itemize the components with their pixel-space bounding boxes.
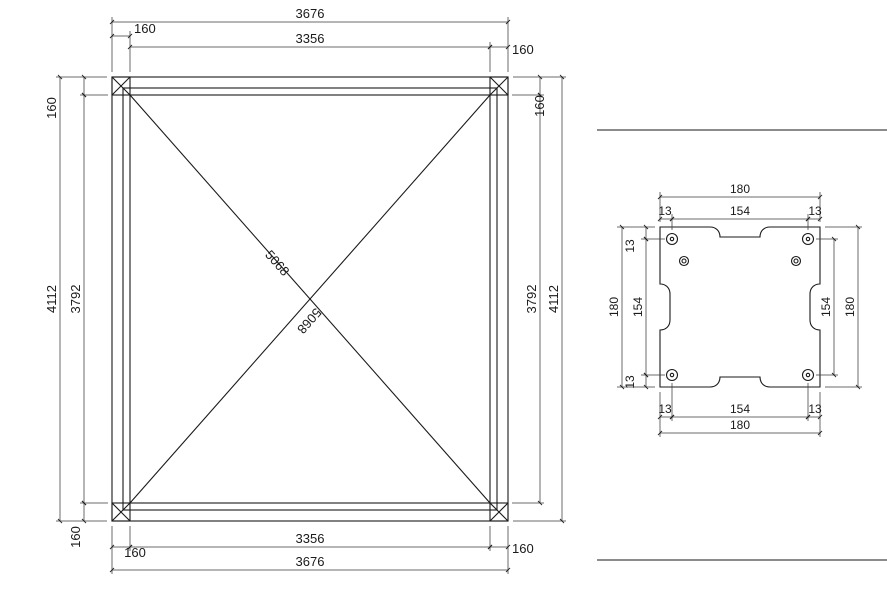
washer-marks	[678, 255, 802, 267]
detail-dim-bottom-overall: 180	[730, 418, 750, 432]
detail-view-base-plate: 180 13 154 13 13 180 154 154 180 13 13 1…	[607, 182, 862, 437]
corner-post-top-right	[489, 76, 509, 96]
corner-post-bottom-left	[111, 502, 131, 522]
dim-label-top-inner: 3356	[296, 31, 325, 46]
dim-label-diagonal-2: 5068	[294, 305, 324, 337]
dim-label-left-inner: 3792	[68, 285, 83, 314]
detail-dim-right-overall: 180	[843, 297, 857, 317]
detail-dim-top-spacing: 154	[730, 204, 750, 218]
dim-label-left-bottom-post: 160	[68, 526, 83, 548]
detail-dim-left-spacing: 154	[631, 297, 645, 317]
dim-label-left-overall: 4112	[44, 285, 59, 313]
dim-label-bottom-left-post: 160	[124, 545, 146, 560]
dim-label-bottom-overall: 3676	[296, 554, 325, 569]
detail-dim-top-edge-right: 13	[808, 204, 822, 218]
dim-label-bottom-inner: 3356	[296, 531, 325, 546]
plan-dimension-lines	[57, 19, 565, 573]
dim-label-bottom-right-post: 160	[512, 541, 534, 556]
detail-dim-left-edge-top: 13	[623, 239, 637, 253]
detail-dim-bottom-edge-right: 13	[808, 402, 822, 416]
dim-label-right-inner: 3792	[524, 285, 539, 314]
detail-dim-bottom-spacing: 154	[730, 402, 750, 416]
dim-label-right-top-post: 160	[532, 95, 547, 117]
detail-dim-right-spacing: 154	[819, 297, 833, 317]
frame-outline	[111, 76, 509, 522]
bolt-holes	[665, 232, 815, 382]
separator-lines	[597, 129, 887, 561]
detail-dim-left-edge-bottom: 13	[623, 375, 637, 389]
dim-label-top-overall: 3676	[296, 6, 325, 21]
base-plate-outline	[659, 226, 821, 388]
detail-dim-bottom-edge-left: 13	[658, 402, 672, 416]
corner-post-top-left	[111, 76, 131, 96]
dim-label-top-right-post: 160	[512, 42, 534, 57]
dim-label-top-left-post: 160	[134, 21, 156, 36]
diagonal-braces	[129, 94, 491, 504]
detail-dim-top-overall: 180	[730, 182, 750, 196]
plan-view: 3676 160 3356 160 160 4112 3792 160 5068…	[44, 6, 566, 574]
dim-label-left-top-post: 160	[44, 97, 59, 119]
detail-dimension-lines	[619, 194, 861, 436]
detail-dim-top-edge-left: 13	[658, 204, 672, 218]
dim-label-right-overall: 4112	[546, 285, 561, 313]
detail-dim-left-overall: 180	[607, 297, 621, 317]
corner-post-bottom-right	[489, 502, 509, 522]
